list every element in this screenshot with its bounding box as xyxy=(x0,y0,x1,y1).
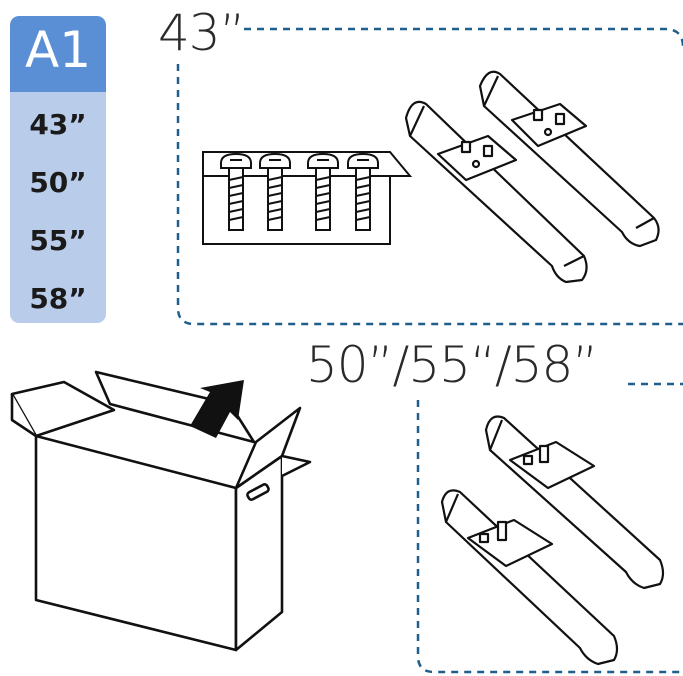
stand-foot-front-43 xyxy=(404,100,588,284)
badge-header: A1 xyxy=(10,16,106,92)
dashed-frame-bottom xyxy=(416,382,683,674)
size-badge: A1 43” 50” 55” 58” xyxy=(10,16,106,323)
size-label-43: 43” xyxy=(29,108,87,141)
screw-icon xyxy=(259,152,291,231)
stand-foot-back-43 xyxy=(478,70,660,248)
box-illustration xyxy=(10,370,312,652)
screw-icon xyxy=(220,152,252,231)
stand-foot-front-large xyxy=(440,489,619,666)
arrow-up-icon xyxy=(190,380,244,438)
screw-icon xyxy=(347,152,379,231)
section-heading-50-55-58: 50”/55“/58” xyxy=(306,336,598,394)
screw-icon xyxy=(307,152,339,231)
stand-foot-back-large xyxy=(484,415,665,590)
badge-label: A1 xyxy=(24,21,91,79)
section-heading-43: 43” xyxy=(158,4,246,62)
size-label-50: 50” xyxy=(29,166,87,199)
size-label-58: 58” xyxy=(29,282,87,315)
size-label-55: 55” xyxy=(29,224,87,257)
